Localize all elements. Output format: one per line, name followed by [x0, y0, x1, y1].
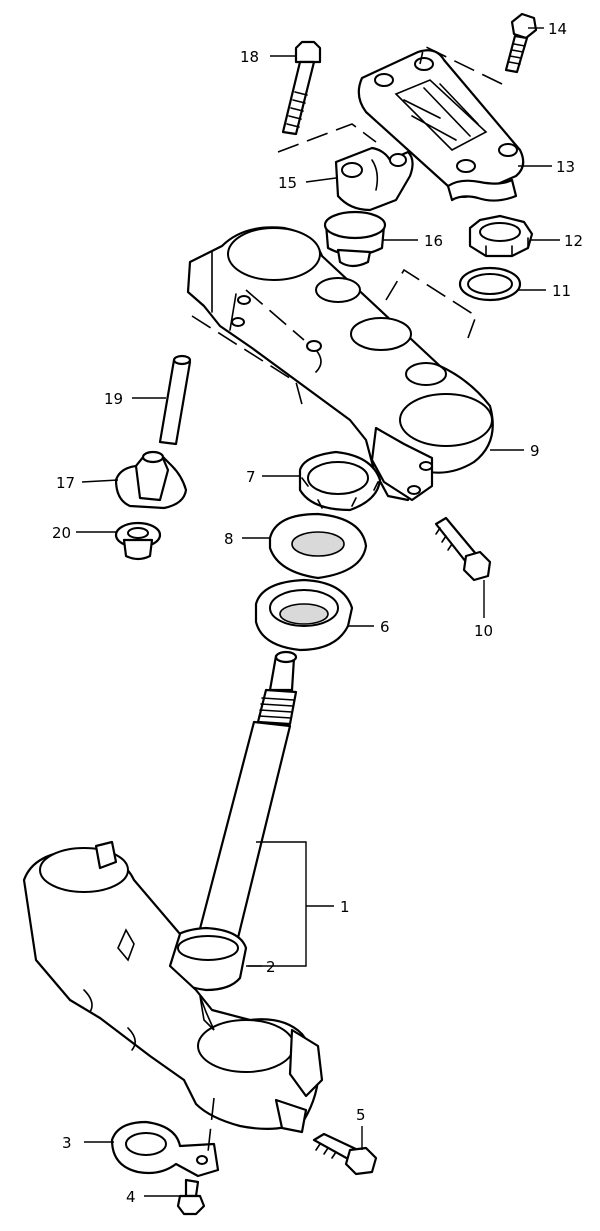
callout-2: 2 — [266, 958, 276, 976]
callout-labels: 14 18 13 15 16 12 11 19 9 17 7 20 8 6 10… — [52, 20, 583, 1206]
part-13-clamp-top — [357, 49, 525, 202]
callout-9: 9 — [530, 442, 540, 460]
part-8-seal — [268, 512, 368, 580]
part-4-screw — [176, 1178, 206, 1216]
part-15-holder — [334, 146, 414, 212]
lower-bracket — [22, 840, 324, 1134]
callout-16: 16 — [424, 232, 443, 250]
part-9-upper-bracket — [186, 226, 494, 502]
part-20-collar — [114, 521, 162, 561]
callout-5: 5 — [356, 1106, 366, 1124]
part-11-washer — [458, 266, 522, 302]
callout-17: 17 — [56, 474, 75, 492]
part-19-pin — [158, 354, 192, 446]
callout-6: 6 — [380, 618, 390, 636]
part-5-bolt — [312, 1132, 378, 1176]
callout-20: 20 — [52, 524, 71, 542]
callout-7: 7 — [246, 468, 256, 486]
callout-4: 4 — [126, 1188, 136, 1206]
callout-18: 18 — [240, 48, 259, 66]
callout-12: 12 — [564, 232, 583, 250]
part-14-bolt — [504, 12, 538, 74]
callout-1: 1 — [340, 898, 350, 916]
part-10-bolt — [434, 516, 492, 582]
part-1-steering-stem — [164, 650, 298, 992]
callout-8: 8 — [224, 530, 234, 548]
part-7-locknut — [298, 450, 382, 512]
callout-19: 19 — [104, 390, 123, 408]
part-3-cable-clamp — [110, 1120, 220, 1178]
callout-10: 10 — [474, 622, 493, 640]
callout-14: 14 — [548, 20, 567, 38]
part-17-grommet — [114, 450, 188, 510]
part-16-cushion — [323, 210, 387, 268]
part-6-bearing — [254, 578, 354, 652]
callout-3: 3 — [62, 1134, 72, 1152]
leader-lines — [76, 27, 560, 1197]
callout-13: 13 — [556, 158, 575, 176]
part-18-bolt — [281, 40, 322, 136]
callout-15: 15 — [278, 174, 297, 192]
part-12-nut — [468, 214, 534, 258]
assembly-dash-lines — [191, 44, 503, 1153]
callout-11: 11 — [552, 282, 571, 300]
